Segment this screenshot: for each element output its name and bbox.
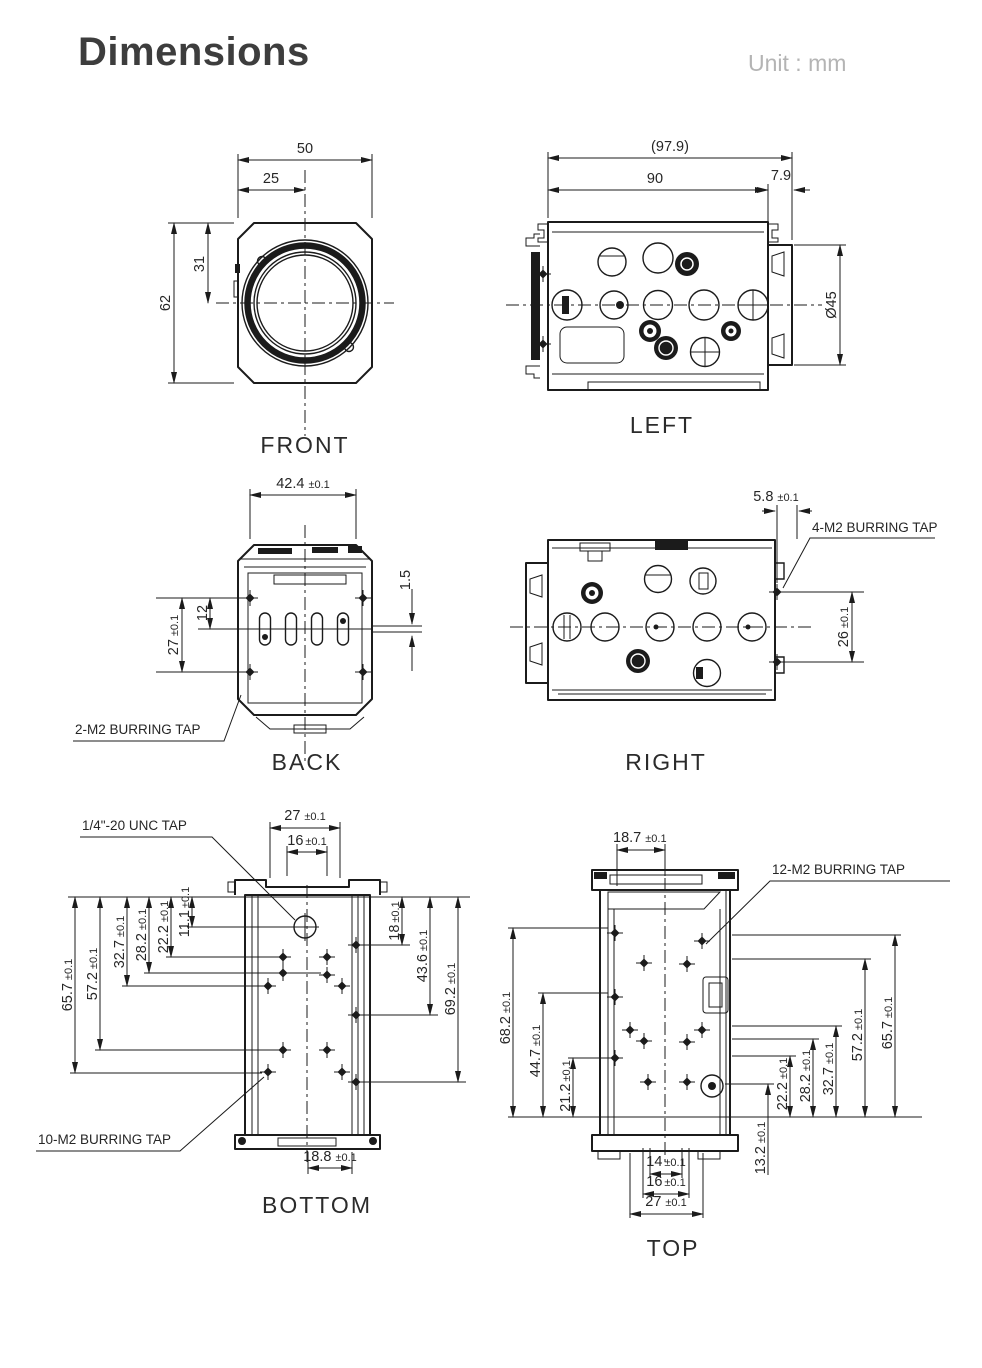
dim-lens-diameter: Ø45 xyxy=(824,291,840,318)
dim-right-28-2: 28.2±0.1 xyxy=(798,1050,814,1103)
screw-boss xyxy=(700,1074,724,1098)
dim-right-69-2: 69.2±0.1 xyxy=(443,963,459,1016)
m2-tap-mark xyxy=(354,663,372,681)
back-view-drawing: 42.4±0.1 12 27±0.1 1.5 2-M2 BURRING TAP … xyxy=(73,476,422,775)
dim-left-21-2: 21.2±0.1 xyxy=(558,1060,574,1112)
dim-width: 42.4±0.1 xyxy=(276,476,330,492)
dim-right-65-7: 65.7±0.1 xyxy=(880,997,896,1050)
bottom-caption: BOTTOM xyxy=(262,1192,372,1218)
dim-left-65-7: 65.7±0.1 xyxy=(60,959,76,1012)
back-caption: BACK xyxy=(272,749,343,775)
lens-barrel xyxy=(525,562,549,684)
left-holes xyxy=(534,242,769,368)
tripod-tap xyxy=(291,913,319,941)
side-connector-cutout xyxy=(702,976,729,1014)
front-view-drawing: 50 25 62 31 FRONT xyxy=(158,141,394,458)
top-note: 12-M2 BURRING TAP xyxy=(705,862,950,945)
right-caption: RIGHT xyxy=(625,749,707,775)
left-view-drawing: (97.9) 90 7.9 Ø45 LEFT xyxy=(506,139,846,438)
dim-overall-height: 62 xyxy=(158,295,174,311)
m2-tap-note: 12-M2 BURRING TAP xyxy=(772,862,905,877)
dim-left-22-2: 22.2±0.1 xyxy=(156,901,172,954)
dim-front-protrusion: 7.9 xyxy=(771,168,791,184)
dim-left-11-1: 11.1±0.1 xyxy=(177,887,193,938)
dim-tap-pitch: 27±0.1 xyxy=(166,615,182,655)
dim-left-57-2: 57.2±0.1 xyxy=(85,948,101,1001)
page-title: Dimensions xyxy=(78,30,310,74)
dim-right-43-6: 43.6±0.1 xyxy=(415,930,431,983)
connector-socket xyxy=(675,252,699,276)
m2-tap-mark xyxy=(768,583,786,601)
dim-bottom-18-8: 18.8±0.1 xyxy=(303,1149,357,1165)
back-note: 2-M2 BURRING TAP xyxy=(73,694,242,742)
dim-lens-center-y: 31 xyxy=(192,256,208,272)
m2-tap-mark xyxy=(241,589,259,607)
dim-slot-center: 12 xyxy=(195,605,211,621)
front-dimensions: 50 25 62 31 xyxy=(158,141,373,384)
back-note-label: 2-M2 BURRING TAP xyxy=(75,722,201,737)
bottom-notes: 1/4"-20 UNC TAP 10-M2 BURRING TAP xyxy=(36,818,296,1152)
dim-left-28-2: 28.2±0.1 xyxy=(134,909,150,962)
dim-plate-thickness: 1.5 xyxy=(398,570,414,590)
top-taps xyxy=(606,924,711,1091)
dim-left-68-2: 68.2±0.1 xyxy=(498,992,514,1045)
dim-top-16: 16±0.1 xyxy=(287,833,326,849)
connector-port xyxy=(559,326,625,364)
dim-top-18-7: 18.7±0.1 xyxy=(613,830,667,846)
front-body-outline xyxy=(233,222,373,384)
dim-top-27: 27±0.1 xyxy=(284,808,325,824)
rear-plate xyxy=(531,252,540,360)
dim-bottom-27: 27±0.1 xyxy=(645,1194,686,1210)
dim-overall-depth: (97.9) xyxy=(651,139,689,155)
m2-tap-note: 10-M2 BURRING TAP xyxy=(38,1132,171,1147)
left-caption: LEFT xyxy=(630,412,694,438)
right-note: 4-M2 BURRING TAP xyxy=(782,520,938,589)
bottom-taps xyxy=(259,936,365,1091)
dim-right-57-2: 57.2±0.1 xyxy=(850,1009,866,1062)
dim-right-13-2: 13.2±0.1 xyxy=(753,1122,769,1175)
screw-hole xyxy=(343,341,355,353)
back-dimensions: 42.4±0.1 12 27±0.1 1.5 xyxy=(156,476,415,673)
dim-lens-center-x: 25 xyxy=(263,171,279,187)
dim-bottom-14: 14±0.1 xyxy=(646,1154,685,1170)
right-view-drawing: 5.8±0.1 26±0.1 4-M2 BURRING TAP RIGHT xyxy=(510,489,938,775)
top-view-drawing: 18.7±0.1 68.2±0.1 44.7±0.1 21.2±0.1 65.7… xyxy=(498,830,950,1261)
m2-tap-mark xyxy=(354,589,372,607)
dim-tap-pitch: 26±0.1 xyxy=(836,607,852,647)
m2-tap-mark xyxy=(241,663,259,681)
right-holes xyxy=(552,564,786,688)
dim-tap-offset: 5.8±0.1 xyxy=(753,489,799,505)
right-body-outline xyxy=(525,539,785,701)
dim-overall-width: 50 xyxy=(297,141,313,157)
right-note-label: 4-M2 BURRING TAP xyxy=(812,520,938,535)
dim-right-18: 18±0.1 xyxy=(387,901,403,940)
top-caption: TOP xyxy=(647,1235,700,1261)
top-dimensions: 18.7±0.1 68.2±0.1 44.7±0.1 21.2±0.1 65.7… xyxy=(498,830,922,1218)
dim-left-44-7: 44.7±0.1 xyxy=(528,1025,544,1078)
dim-right-32-7: 32.7±0.1 xyxy=(821,1043,837,1096)
left-body-outline xyxy=(525,221,793,391)
front-caption: FRONT xyxy=(260,432,349,458)
bottom-view-drawing: 27±0.1 16±0.1 65.7±0.1 57.2±0.1 32.7±0.1… xyxy=(36,808,470,1218)
dim-body-depth: 90 xyxy=(647,171,663,187)
left-dimensions: (97.9) 90 7.9 Ø45 xyxy=(547,139,846,366)
unc-tap-note: 1/4"-20 UNC TAP xyxy=(82,818,187,833)
dim-left-32-7: 32.7±0.1 xyxy=(112,916,128,969)
dim-bottom-16: 16±0.1 xyxy=(646,1174,685,1190)
right-dimensions: 5.8±0.1 26±0.1 xyxy=(753,489,864,663)
unit-label: Unit : mm xyxy=(748,50,847,76)
bottom-dimensions: 27±0.1 16±0.1 65.7±0.1 57.2±0.1 32.7±0.1… xyxy=(60,808,470,1174)
dim-right-22-2: 22.2±0.1 xyxy=(775,1058,791,1111)
screw-hole xyxy=(256,255,268,267)
